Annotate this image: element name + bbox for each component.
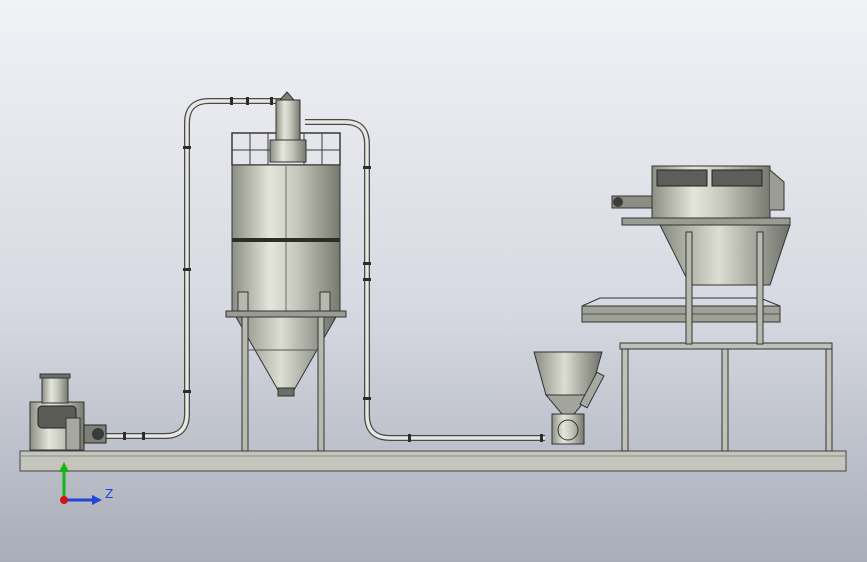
rotary-feeder-hopper (533, 351, 605, 445)
origin-dot (60, 496, 68, 504)
base-frame (19, 450, 847, 472)
z-axis-label: Z (105, 487, 113, 501)
pipe-flanges (123, 97, 543, 442)
bag-dump-station (581, 165, 833, 452)
storage-silo (225, 91, 347, 452)
roots-blower (29, 373, 107, 451)
coordinate-triad: Z (59, 462, 113, 505)
